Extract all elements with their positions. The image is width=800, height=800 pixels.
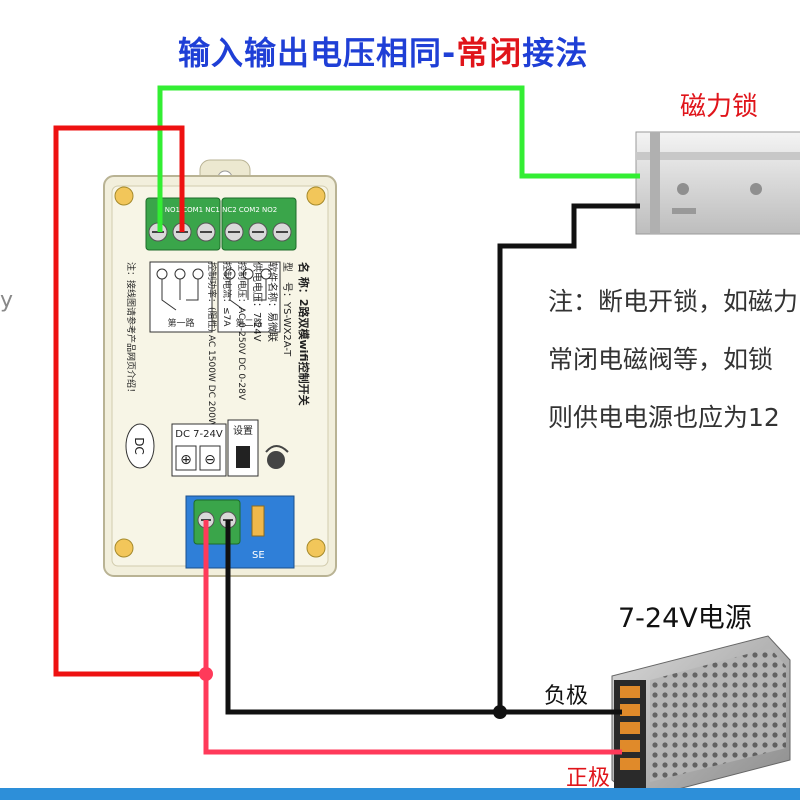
- lock-label: 磁力锁: [680, 92, 759, 122]
- title-part3: 接法: [522, 34, 589, 72]
- red-wire: [53, 125, 206, 677]
- setting-label: 设置: [233, 425, 253, 437]
- relay2-label: 第二路: [235, 317, 262, 329]
- spec-software: 软件名称：易微联: [266, 262, 279, 342]
- minus-symbol: ⊖: [204, 452, 216, 468]
- dc-badge-outline: [125, 423, 155, 469]
- spec-current: 控制电流：≤7A: [221, 262, 233, 327]
- magnetic-lock: [635, 131, 800, 235]
- negative-label: 负极: [544, 684, 589, 709]
- black-wire-module: [225, 520, 622, 715]
- bottom-frame: [0, 788, 800, 800]
- power-supply: [611, 635, 791, 800]
- note-line-1: 注：断电开锁，如磁力: [548, 287, 799, 316]
- relay1-label: 第一路: [167, 317, 194, 329]
- black-wire-lock: [497, 203, 640, 712]
- positive-label: 正极: [566, 766, 611, 791]
- spec-note: 注：接线图请参考产品网页介绍！: [125, 262, 137, 397]
- plus-symbol: ⊕: [180, 452, 192, 468]
- spec-control-voltage: 控制电压：AC 0-250V DC 0-28V: [236, 262, 248, 401]
- power-supply-label: 7-24V电源: [618, 603, 752, 634]
- pink-wire: [203, 520, 622, 755]
- page-title: 输入输出电压相同-常闭接法: [178, 28, 588, 74]
- spec-text-block: 名 称：2路双模wifi控制开关 型 号：YS-WX2A-T 软件名称：易微联 …: [125, 262, 311, 427]
- spec-name: 名 称：2路双模wifi控制开关: [297, 262, 311, 406]
- note-line-3: 则供电电源也应为12: [548, 403, 780, 432]
- title-part1: 输入输出电压相同-: [178, 34, 457, 72]
- terminal-labels-top: NO1 COM1 NC1 NC2 COM2 NO2: [165, 206, 277, 214]
- relay-module: NO1 COM1 NC1 NC2 COM2 NO2 第一路 第二路 名 称：2路…: [103, 159, 337, 577]
- spec-model: 型 号：YS-WX2A-T: [281, 262, 294, 357]
- dc-input-label: DC 7-24V: [175, 429, 223, 440]
- junction-positive: [199, 667, 213, 681]
- dc-badge: DC: [132, 437, 146, 455]
- junction-negative: [493, 705, 507, 719]
- wires: [53, 85, 640, 755]
- spec-voltage: 供电电压：7-24V: [251, 262, 264, 342]
- note-line-2: 常闭电磁阀等，如锁: [548, 345, 774, 374]
- title-part2: 常闭: [456, 34, 523, 72]
- wifi-icon: [267, 451, 285, 469]
- left-edge-text: y: [0, 288, 14, 313]
- se-label: SE: [252, 550, 265, 561]
- green-wire: [157, 85, 640, 232]
- spec-power: 控制功率：(阻性) AC 1500W DC 200W: [206, 262, 218, 427]
